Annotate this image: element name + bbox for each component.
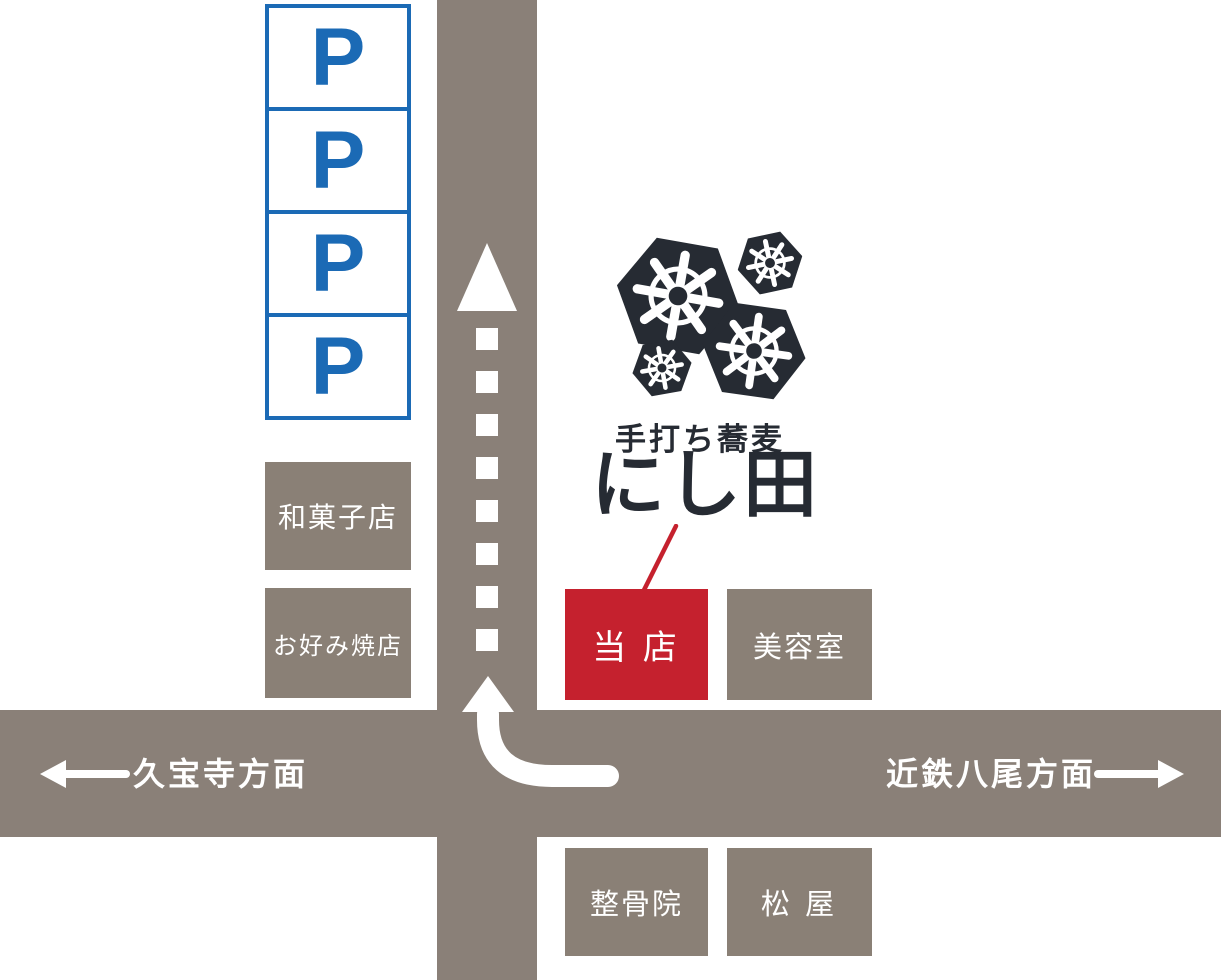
landmark-okonomiyaki-shop: お好み焼店 [265, 588, 411, 698]
up-arrow-icon [457, 243, 517, 311]
parking-slot: P [265, 313, 411, 420]
parking-slot: P [265, 4, 411, 111]
direction-label-left: 久宝寺方面 [133, 756, 309, 792]
parking-slot: P [265, 107, 411, 214]
left-arrow-icon [40, 760, 130, 788]
red-pointer-line-icon [641, 524, 679, 592]
parking-slot: P [265, 210, 411, 317]
landmark-matsuya: 松 屋 [727, 848, 872, 956]
parking-slot-label: P [310, 11, 366, 103]
shop-crest-logo-icon [598, 218, 838, 410]
parking-lot: P P P P [265, 4, 411, 420]
logo-subtitle: 手打ち蕎麦 [615, 422, 785, 457]
landmark-wagashi-shop: 和菓子店 [265, 462, 411, 570]
parking-slot-label: P [310, 217, 366, 309]
direction-label-right: 近鉄八尾方面 [886, 756, 1097, 792]
our-shop-box: 当 店 [565, 589, 708, 700]
logo-title: にし田 [591, 445, 819, 527]
dashed-route-icon [476, 328, 498, 654]
parking-slot-label: P [310, 320, 366, 412]
curved-up-arrow-icon [462, 676, 619, 787]
landmark-beauty-salon: 美容室 [727, 589, 872, 700]
parking-slot-label: P [310, 114, 366, 206]
right-arrow-icon [1094, 760, 1184, 788]
landmark-seikotsu-clinic: 整骨院 [565, 848, 708, 956]
